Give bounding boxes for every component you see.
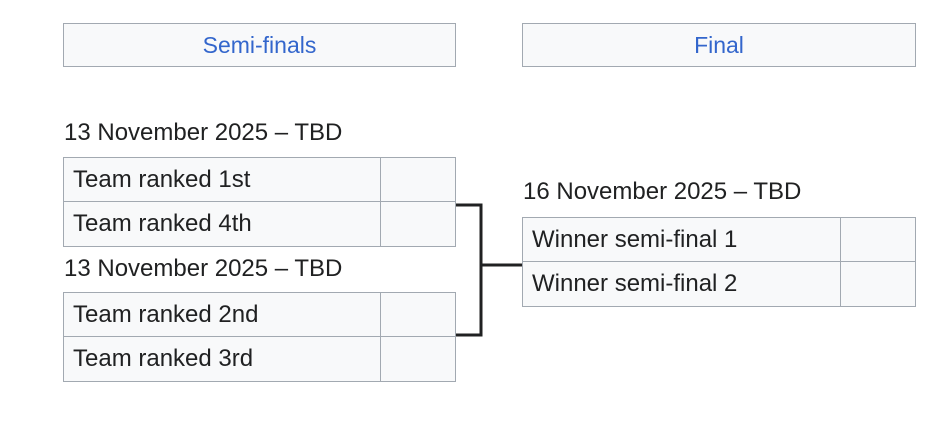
semi-final-1-date: 13 November 2025 – TBD xyxy=(64,119,343,146)
team-name: Winner semi-final 2 xyxy=(522,262,841,307)
semi-final-2-date: 13 November 2025 – TBD xyxy=(64,255,343,282)
semi-final-2-match: Team ranked 2nd Team ranked 3rd xyxy=(63,292,456,382)
team-score xyxy=(381,337,456,382)
team-name: Team ranked 2nd xyxy=(63,292,381,337)
team-name: Team ranked 1st xyxy=(63,157,381,202)
team-score xyxy=(381,292,456,337)
team-row: Team ranked 2nd xyxy=(63,292,456,337)
team-score xyxy=(381,157,456,202)
team-score xyxy=(841,262,916,307)
team-score xyxy=(841,217,916,262)
team-name: Team ranked 4th xyxy=(63,202,381,247)
team-name: Winner semi-final 1 xyxy=(522,217,841,262)
round-header-semi-finals: Semi-finals xyxy=(63,23,456,67)
team-row: Team ranked 3rd xyxy=(63,337,456,382)
team-name: Team ranked 3rd xyxy=(63,337,381,382)
final-match: Winner semi-final 1 Winner semi-final 2 xyxy=(522,217,916,307)
team-score xyxy=(381,202,456,247)
team-row: Team ranked 1st xyxy=(63,157,456,202)
bracket-line-semi-final-2 xyxy=(456,265,483,337)
team-row: Team ranked 4th xyxy=(63,202,456,247)
bracket-line-semi-final-1 xyxy=(456,203,483,265)
round-header-final: Final xyxy=(522,23,916,67)
team-row: Winner semi-final 1 xyxy=(522,217,916,262)
final-date: 16 November 2025 – TBD xyxy=(523,178,802,205)
team-row: Winner semi-final 2 xyxy=(522,262,916,307)
semi-final-1-match: Team ranked 1st Team ranked 4th xyxy=(63,157,456,247)
